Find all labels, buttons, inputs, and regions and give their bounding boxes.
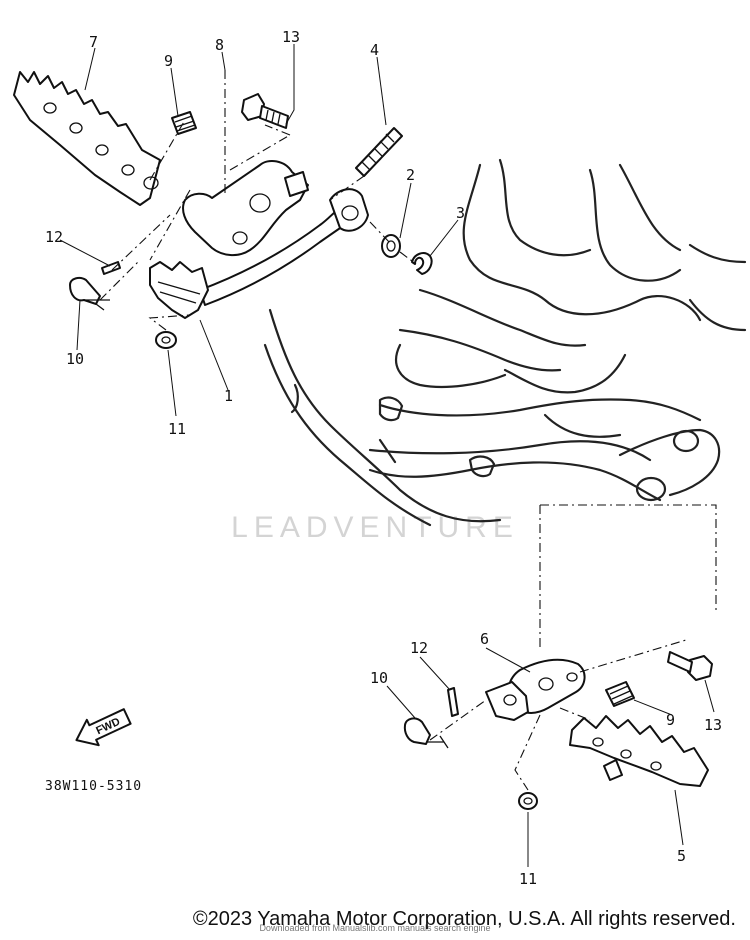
callout-2: 2 [406, 166, 415, 184]
callout-5: 5 [677, 847, 686, 865]
washer-part-11-right [518, 792, 538, 810]
callout-9-right: 9 [666, 711, 675, 729]
clevis-pin-part-10-right [403, 717, 431, 745]
callout-4: 4 [370, 41, 379, 59]
bracket-part-8 [182, 159, 309, 256]
clip-part-3 [411, 252, 433, 275]
spring-part-9-left [171, 111, 197, 135]
footrest-part-7 [13, 71, 161, 206]
pin-part-12-left [101, 261, 121, 275]
callout-6: 6 [480, 630, 489, 648]
washer-part-11-left [155, 331, 177, 349]
callout-10-left: 10 [66, 350, 84, 368]
diagram-code: 38W110-5310 [45, 779, 142, 794]
callout-10-right: 10 [370, 669, 388, 687]
callout-12-left: 12 [45, 228, 63, 246]
callout-13-right: 13 [704, 716, 722, 734]
copyright-notice: ©2023 Yamaha Motor Corporation, U.S.A. A… [192, 908, 736, 930]
footer-faint-text: Downloaded from Manualslib.com manuals s… [259, 923, 491, 933]
callout-8: 8 [215, 36, 224, 54]
callout-7: 7 [89, 33, 98, 51]
spring-part-9-right [605, 681, 635, 707]
callout-numbers: 7 8 13 4 9 2 3 12 10 1 11 6 12 10 9 13 5… [45, 28, 722, 888]
callout-11-right: 11 [519, 870, 537, 888]
fwd-arrow: FWD [75, 708, 132, 747]
frame-assembly [263, 158, 747, 527]
callout-11-left: 11 [168, 420, 186, 438]
callout-9-left: 9 [164, 52, 173, 70]
watermark: LEADVENTURE [231, 511, 519, 544]
right-footrest-group [403, 504, 717, 810]
callout-12-right: 12 [410, 639, 428, 657]
spring-part-4 [355, 127, 403, 177]
leader-lines [59, 44, 715, 867]
pin-part-12-right [447, 687, 459, 717]
left-footrest-group [13, 70, 433, 349]
footrest-part-5 [569, 715, 709, 787]
callout-3: 3 [456, 204, 465, 222]
callout-1: 1 [224, 387, 233, 405]
callout-13-left: 13 [282, 28, 300, 46]
washer-part-2 [381, 234, 401, 258]
